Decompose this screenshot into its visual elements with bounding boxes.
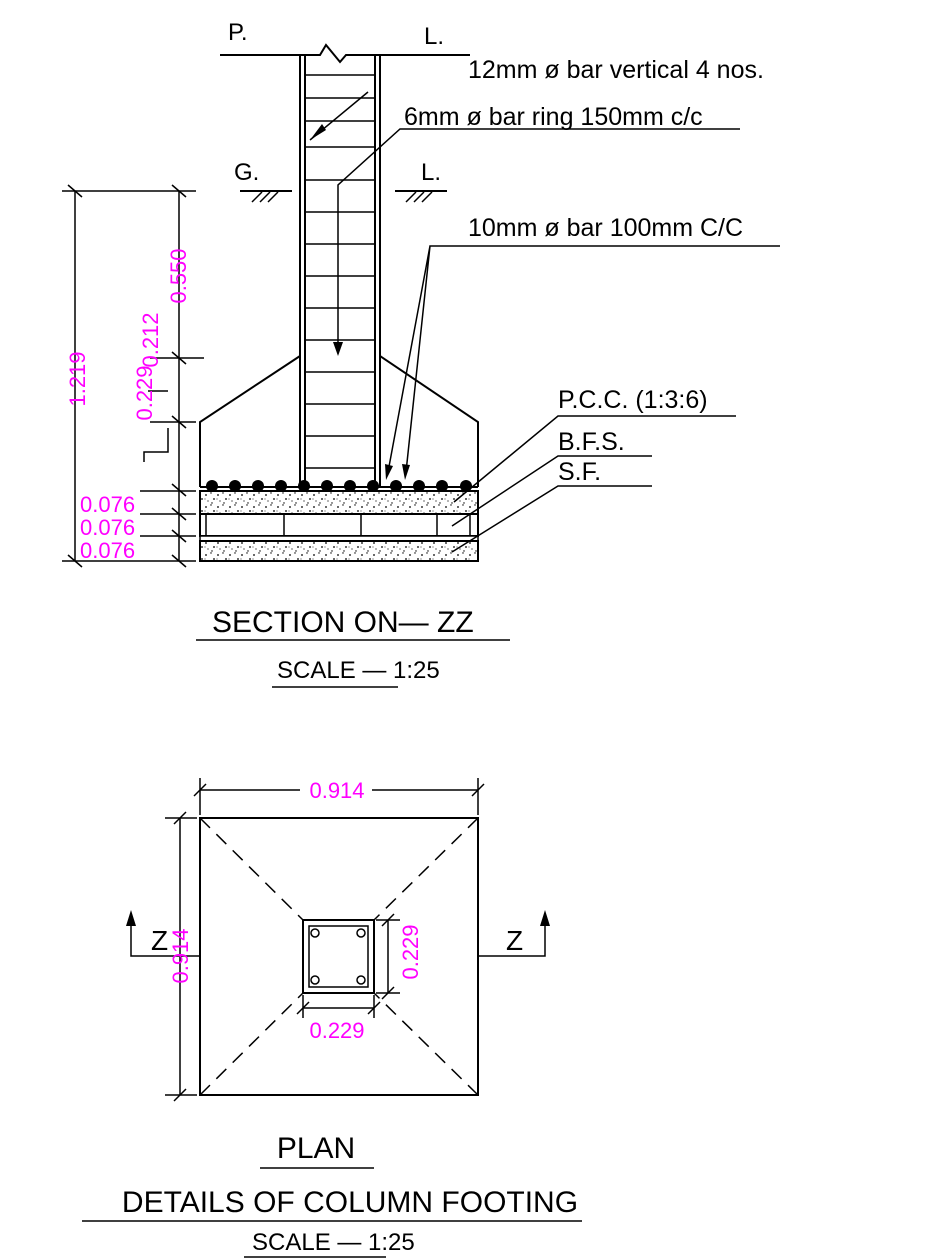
label-pcc: P.C.C. (1:3:6): [558, 386, 708, 414]
cut-line-left: [130, 920, 200, 957]
column-outline-plan: [302, 919, 375, 994]
leader-pcc: [453, 415, 736, 503]
ground-level-label-l: L.: [421, 159, 441, 186]
plan-scale: SCALE — 1:25: [252, 1229, 415, 1256]
label-base-bars: 10mm ø bar 100mm C/C: [468, 214, 743, 242]
arrow-base-bar-2: [402, 464, 410, 480]
section-view: P. L. G. L.: [62, 19, 780, 688]
dim-plan-height: 0.914: [168, 928, 193, 983]
plan-dimension-lines: [165, 778, 485, 1102]
label-bfs: B.F.S.: [558, 428, 625, 456]
plan-slope-lines: [199, 817, 479, 1096]
ground-level-label-g: G.: [234, 159, 259, 186]
plinth-level-label-l: L.: [424, 23, 444, 50]
cut-arrow-left: [126, 910, 136, 926]
leader-sf: [451, 485, 652, 553]
pcc-layer: [199, 490, 479, 515]
leader-bfs: [451, 455, 652, 527]
section-title: SECTION ON— ZZ: [212, 606, 474, 639]
label-vertical-bars: 12mm ø bar vertical 4 nos.: [468, 56, 764, 84]
dim-layer-3: 0.076: [80, 538, 135, 563]
cut-label-right: Z: [506, 925, 523, 956]
arrow-base-bar-1: [385, 464, 393, 480]
arrow-ring: [333, 342, 343, 356]
brick-joints: [205, 514, 471, 536]
dim-layer-1: 0.076: [80, 492, 135, 517]
cut-arrow-right: [540, 910, 550, 926]
section-scale: SCALE — 1:25: [277, 657, 440, 684]
ground-hatch-left: [251, 191, 279, 203]
column-break-symbol: [300, 43, 378, 64]
label-ring: 6mm ø bar ring 150mm c/c: [404, 103, 703, 131]
footing-slope: [199, 355, 479, 487]
dim-column-width: 0.229: [309, 1018, 364, 1043]
dimension-lines: [62, 184, 204, 568]
plan-title: PLAN: [277, 1132, 355, 1165]
cut-label-left: Z: [151, 925, 168, 956]
arrow-vertical-bar: [310, 124, 326, 140]
dim-mid-212: 0.212: [138, 312, 163, 367]
label-sf: S.F.: [558, 458, 601, 486]
leader-ring: [337, 128, 740, 350]
plinth-level-label-p: P.: [228, 19, 248, 46]
sf-layer: [199, 540, 479, 562]
dim-plan-width: 0.914: [309, 778, 364, 803]
dim-total: 1.219: [65, 351, 90, 406]
cut-line-right: [478, 920, 546, 957]
column-bars-plan: [310, 928, 366, 985]
leader-base-bars: [387, 245, 780, 473]
column-rings: [305, 74, 375, 469]
dim-column-height: 0.229: [398, 924, 423, 979]
plan-view: Z Z 0.914 0.914 0.229: [82, 778, 582, 1258]
dim-mid-229: 0.229: [132, 365, 157, 420]
column-ring-plan: [308, 925, 369, 988]
ground-hatch-right: [405, 191, 433, 203]
dim-upper: 0.550: [166, 248, 191, 303]
dim-layer-2: 0.076: [80, 515, 135, 540]
drawing-subtitle: DETAILS OF COLUMN FOOTING: [122, 1186, 578, 1219]
